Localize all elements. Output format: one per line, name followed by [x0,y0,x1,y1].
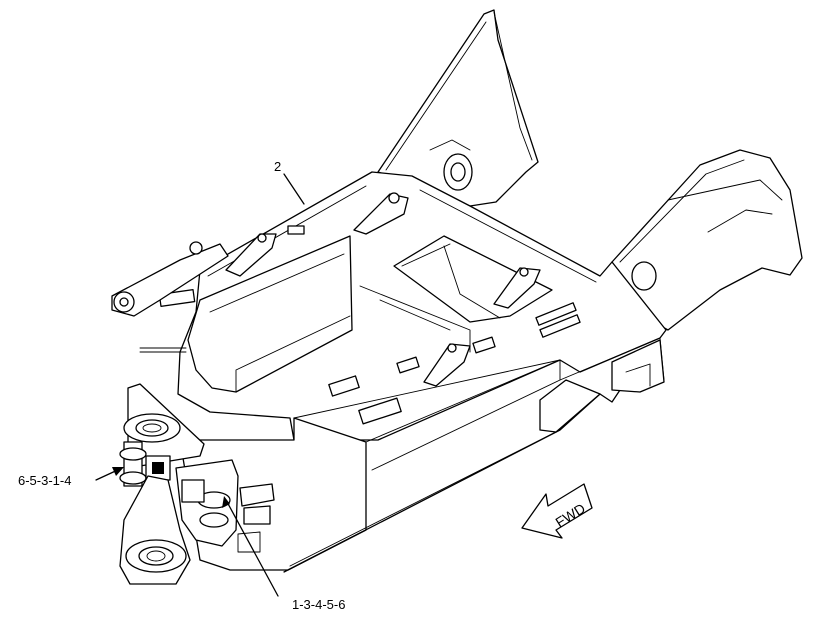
boom-foot-bracket [611,149,803,331]
callout-bottom-sequence: 1-3-4-5-6 [292,597,346,612]
left-arm-bracket [111,241,229,317]
mounting-pads [158,225,581,425]
lower-left-bearing [119,475,191,585]
center-cylinder-assembly [175,459,275,553]
forward-direction-arrow: FWD [521,483,593,539]
leader-lines [95,173,305,597]
deck-lug-brackets [225,192,541,387]
callout-left-sequence: 6-5-3-1-4 [18,473,72,488]
main-deck-plate [139,171,667,441]
part-callout-2: 2 [274,159,282,174]
left-bearing-stack [119,383,205,487]
center-opening [187,235,353,393]
